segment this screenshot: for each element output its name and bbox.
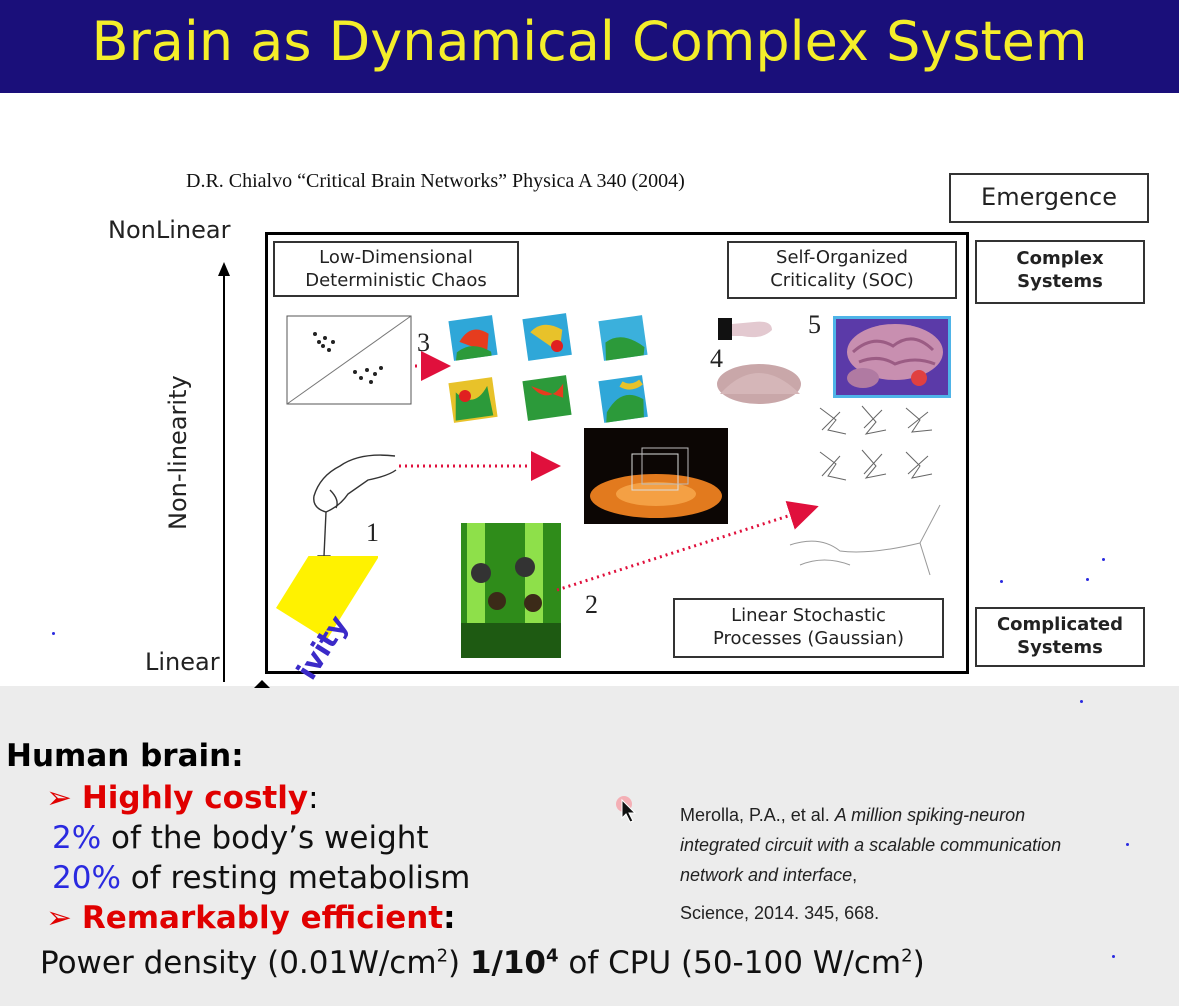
reference-journal: Science, 2014. 345, 668.	[680, 903, 880, 923]
weight-percent: 2%	[52, 820, 102, 856]
power-end: )	[912, 945, 925, 981]
quadrant-chaos-box: Low-Dimensional Deterministic Chaos	[273, 241, 519, 297]
reference-title: A million spiking-neuron integrated circ…	[680, 805, 1062, 885]
stray-dot	[1112, 955, 1115, 958]
power-prefix: Power density (0.01W/cm	[40, 945, 437, 981]
citation: D.R. Chialvo “Critical Brain Networks” P…	[186, 170, 685, 192]
label-1: 1	[366, 518, 379, 547]
bullet-costly-title: Highly costly	[81, 780, 309, 816]
quadrant-stochastic-line2: Processes (Gaussian)	[712, 627, 905, 649]
emergence-box: Emergence	[949, 173, 1149, 223]
power-mid: )	[448, 945, 470, 981]
label-2: 2	[585, 590, 598, 619]
slide-title: Brain as Dynamical Complex System	[91, 10, 1088, 73]
complicated-systems-box: Complicated Systems	[975, 607, 1145, 667]
complicated-line1: Complicated	[996, 614, 1124, 635]
complex-line1: Complex	[1016, 248, 1104, 269]
line-metabolism: 20% of resting metabolism	[52, 860, 470, 896]
chamber-image	[584, 428, 728, 524]
quadrant-soc-line1: Self-Organized	[776, 247, 908, 268]
arrow-2	[556, 501, 819, 592]
mouse-cursor-icon	[616, 796, 637, 823]
axis-top-label: NonLinear	[108, 216, 231, 244]
power-suffix: of CPU (50-100 W/cm	[558, 945, 902, 981]
complex-systems-box: Complex Systems	[975, 240, 1145, 304]
power-density-line: Power density (0.01W/cm2) 1/104 of CPU (…	[40, 945, 925, 981]
neural-avalanche-image	[819, 405, 933, 481]
power-sup2: 4	[546, 945, 559, 967]
axis-bottom-label: Linear	[145, 648, 220, 676]
label-5: 5	[808, 310, 821, 339]
metabolism-text: of resting metabolism	[120, 860, 471, 896]
stray-dot	[1102, 558, 1105, 561]
bullet-arrow-icon-2: ➢	[46, 900, 72, 936]
quadrant-chaos-line1: Low-Dimensional	[319, 247, 473, 268]
axis-title: Non-linearity	[164, 375, 192, 530]
bullet-costly-colon: :	[308, 780, 319, 816]
bullet-efficient: ➢ Remarkably efficient:	[46, 900, 456, 936]
reference: Merolla, P.A., et al. A million spiking-…	[680, 800, 1100, 928]
chaos-maps-image	[448, 313, 648, 423]
quadrant-stochastic-line1: Linear Stochastic	[731, 605, 886, 626]
complex-line2: Systems	[1017, 270, 1103, 292]
scatter-plot-image	[286, 315, 412, 405]
quadrant-chaos-line2: Deterministic Chaos	[305, 269, 487, 291]
bottom-panel	[0, 686, 1179, 1006]
stray-dot	[1086, 578, 1089, 581]
stray-dot	[1080, 700, 1083, 703]
weight-text: of the body’s weight	[101, 820, 429, 856]
label-4: 4	[710, 344, 723, 373]
sandpile-image	[717, 318, 801, 404]
bottom-heading: Human brain:	[6, 738, 244, 774]
label-3: 3	[417, 328, 430, 357]
complicated-line2: Systems	[1017, 636, 1103, 658]
quadrant-soc-line2: Criticality (SOC)	[770, 269, 914, 291]
arrows-overlay	[399, 351, 819, 592]
quadrant-stochastic-box: Linear Stochastic Processes (Gaussian)	[673, 598, 944, 658]
line-weight: 2% of the body’s weight	[52, 820, 429, 856]
title-bar	[0, 0, 1179, 93]
metabolism-percent: 20%	[52, 860, 121, 896]
power-sup3: 2	[901, 945, 913, 967]
stray-dot	[1000, 580, 1003, 583]
vertical-axis-arrow	[218, 262, 230, 682]
stray-dot	[1126, 843, 1129, 846]
neuron-sketch-image	[789, 504, 941, 576]
reference-authors: Merolla, P.A., et al.	[680, 805, 835, 825]
reference-comma: ,	[852, 865, 858, 885]
diagonal-band-clip: ivity	[268, 556, 378, 686]
stray-dot	[52, 632, 55, 635]
bullet-costly: ➢ Highly costly:	[46, 780, 319, 816]
power-ratio: 1/10	[469, 945, 547, 981]
bullet-efficient-colon: :	[443, 900, 456, 936]
power-sup1: 2	[436, 945, 449, 967]
axis-corner-mark	[254, 680, 270, 688]
green-plant-image	[461, 523, 561, 658]
bullet-arrow-icon: ➢	[46, 780, 72, 816]
diagram-frame	[265, 232, 969, 674]
brain-image	[833, 316, 951, 398]
bullet-efficient-title: Remarkably efficient	[81, 900, 444, 936]
quadrant-soc-box: Self-Organized Criticality (SOC)	[727, 241, 957, 299]
